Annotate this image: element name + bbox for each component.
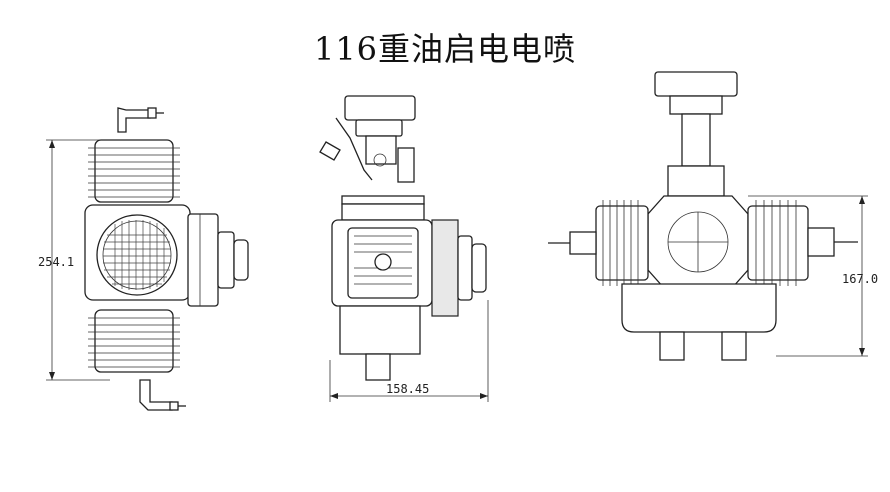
front-dimension-label: 158.45	[386, 382, 429, 396]
side-view: 254.1	[38, 107, 249, 411]
side-dimension-label: 254.1	[38, 255, 74, 269]
rear-dimension-label: 167.0	[842, 272, 878, 286]
rear-view: 167.0	[548, 71, 878, 361]
page-title: 116重油启电电喷	[313, 30, 577, 68]
front-view: 158.45	[319, 95, 489, 402]
